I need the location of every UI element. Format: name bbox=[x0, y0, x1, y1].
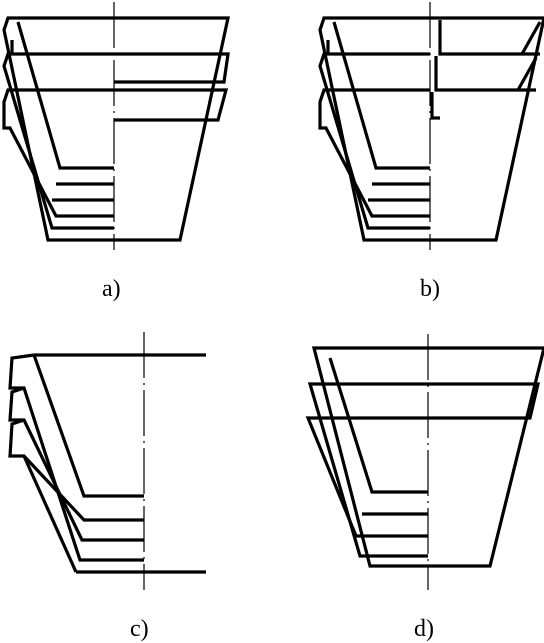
panel-d-left-half bbox=[305, 346, 428, 568]
panel-a-right-half bbox=[114, 16, 230, 242]
panel-d-inner-wall bbox=[328, 357, 428, 494]
panel-b-ring-3 bbox=[430, 92, 440, 120]
panel-b-bevel-1 bbox=[520, 21, 542, 55]
panel-d-outer-cup bbox=[311, 346, 428, 568]
panel-d-label: d) bbox=[414, 616, 434, 642]
panel-b-inner-cup bbox=[318, 88, 430, 218]
panel-a-inner-cup bbox=[2, 88, 114, 218]
panel-b-ring-1 bbox=[438, 20, 540, 56]
panel-d-inner-cup bbox=[305, 416, 428, 538]
panel-a-ring-1 bbox=[114, 52, 230, 84]
panel-c: c) bbox=[8, 332, 206, 642]
panel-a: a) bbox=[2, 2, 230, 302]
panel-c-inner-cup bbox=[8, 418, 144, 522]
panel-a-left-half bbox=[2, 16, 114, 242]
panel-a-ring-2 bbox=[114, 88, 229, 122]
panel-b-label: b) bbox=[420, 276, 440, 302]
panel-d-ring-1 bbox=[428, 382, 541, 420]
panel-d-middle-cup bbox=[307, 382, 428, 558]
panel-d-right-half bbox=[428, 346, 544, 568]
panel-b-middle-cup bbox=[318, 52, 430, 230]
panel-c-middle-cup bbox=[8, 386, 144, 542]
panel-a-label: a) bbox=[102, 276, 121, 302]
panel-b-rim-top bbox=[430, 16, 544, 242]
panel-a-inner-wall bbox=[16, 21, 114, 170]
panel-d: d) bbox=[305, 334, 544, 642]
panel-a-middle-cup bbox=[2, 52, 114, 230]
panel-c-inner-wall bbox=[32, 354, 144, 498]
panel-b-outer-cup bbox=[318, 16, 430, 242]
panel-d-rim-top bbox=[428, 346, 544, 568]
panel-c-outer-cup bbox=[8, 353, 144, 562]
panel-c-outer-wall bbox=[22, 455, 78, 573]
panel-b-bevel-2 bbox=[516, 57, 538, 91]
panel-b: b) bbox=[318, 2, 544, 302]
panel-b-left-half bbox=[318, 16, 430, 242]
panel-a-outer-cup bbox=[2, 16, 114, 242]
panel-c-label: c) bbox=[130, 616, 149, 642]
panel-b-right-half bbox=[430, 16, 544, 242]
panel-b-ring-2 bbox=[434, 56, 536, 92]
panel-b-inner-wall bbox=[332, 21, 430, 170]
panel-a-rim-top bbox=[114, 16, 230, 242]
